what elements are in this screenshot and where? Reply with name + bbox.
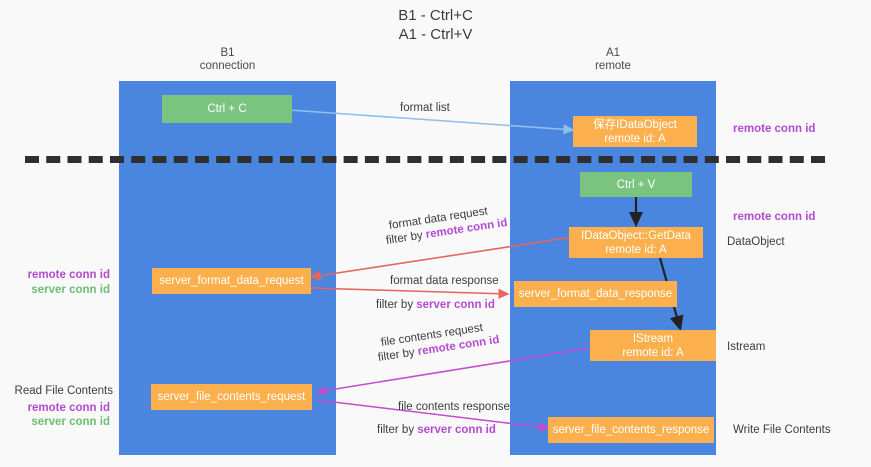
column-header-b1-role: connection [199, 60, 256, 72]
column-header-a1-role: remote [595, 60, 631, 72]
column-header-a1-name: A1 [605, 47, 621, 59]
node-server-file-contents-request[interactable]: server_file_contents_request [151, 384, 312, 410]
node-idataobject-getdata-sub: remote id: A [605, 243, 667, 256]
edge-label-format-list: format list [400, 101, 450, 115]
wire-format-list [274, 108, 575, 135]
annotation-server-conn-id-left-bot: server conn id [31, 416, 110, 428]
title-line-1: B1 - Ctrl+C [398, 7, 473, 24]
node-istream[interactable]: IStream remote id: A [590, 330, 716, 361]
node-server-file-contents-response-label: server_file_contents_response [552, 424, 710, 436]
edge-label-file-contents-response-text: file contents response [398, 401, 510, 413]
title-line-2: A1 - Ctrl+V [398, 26, 473, 43]
column-header-b1: B1 connection [119, 47, 336, 73]
node-server-format-data-response-label: server_format_data_response [518, 288, 673, 300]
node-ctrl-v[interactable]: Ctrl + V [580, 172, 692, 197]
node-server-format-data-response[interactable]: server_format_data_response [514, 281, 677, 307]
edge-label-filter-prefix-4: filter by [377, 424, 418, 436]
annotation-dataobject: DataObject [727, 236, 785, 248]
wire-format-data-request [309, 236, 574, 281]
annotation-remote-conn-id-top: remote conn id [733, 123, 816, 135]
annotation-write-file-contents: Write File Contents [733, 424, 831, 436]
node-ctrl-c-label: Ctrl + C [207, 103, 247, 115]
node-idataobject-getdata-label: IDataObject::GetData [581, 229, 691, 242]
annotation-remote-conn-id-left-mid: remote conn id [27, 269, 110, 281]
page-title: B1 - Ctrl+C A1 - Ctrl+V [0, 6, 871, 44]
edge-label-filter-key-server-conn-id: server conn id [416, 299, 495, 311]
edge-label-file-contents-response: file contents response [398, 400, 510, 414]
annotation-remote-conn-id-left-bot: remote conn id [27, 402, 110, 414]
node-idataobject-getdata[interactable]: IDataObject::GetData remote id: A [569, 227, 703, 258]
node-save-idataobject-sub: remote id: A [604, 132, 666, 145]
column-header-b1-name: B1 [220, 47, 235, 59]
edge-label-format-data-response-filter: filter by server conn id [376, 298, 495, 312]
node-server-file-contents-request-label: server_file_contents_request [157, 391, 306, 403]
node-istream-sub: remote id: A [622, 346, 684, 359]
node-istream-label: IStream [632, 332, 674, 345]
edge-label-filter-key-server-conn-id-2: server conn id [417, 424, 496, 436]
node-save-idataobject-label: 保存IDataObject [593, 118, 677, 131]
edge-label-format-list-text: format list [400, 102, 450, 114]
annotation-server-conn-id-left-mid: server conn id [31, 284, 110, 296]
phase-divider [25, 156, 825, 163]
edge-label-format-data-response: format data response [390, 274, 499, 288]
node-server-file-contents-response[interactable]: server_file_contents_response [548, 417, 714, 443]
annotation-read-file-contents: Read File Contents [14, 385, 113, 397]
wire-file-contents-request [315, 347, 591, 396]
node-server-format-data-request[interactable]: server_format_data_request [152, 268, 311, 294]
wire-format-data-response [310, 287, 510, 299]
annotation-remote-conn-id-mid: remote conn id [733, 211, 816, 223]
edge-label-file-contents-response-filter: filter by server conn id [377, 423, 496, 437]
node-ctrl-c[interactable]: Ctrl + C [162, 95, 292, 123]
annotation-istream: Istream [727, 341, 766, 353]
edge-label-filter-prefix-2: filter by [376, 299, 417, 311]
node-save-idataobject[interactable]: 保存IDataObject remote id: A [573, 116, 697, 147]
edge-label-format-data-response-text: format data response [390, 275, 499, 287]
node-server-format-data-request-label: server_format_data_request [159, 275, 304, 287]
wire-file-contents-response [316, 399, 550, 432]
node-ctrl-v-label: Ctrl + V [616, 178, 656, 191]
column-header-a1: A1 remote [510, 47, 716, 73]
